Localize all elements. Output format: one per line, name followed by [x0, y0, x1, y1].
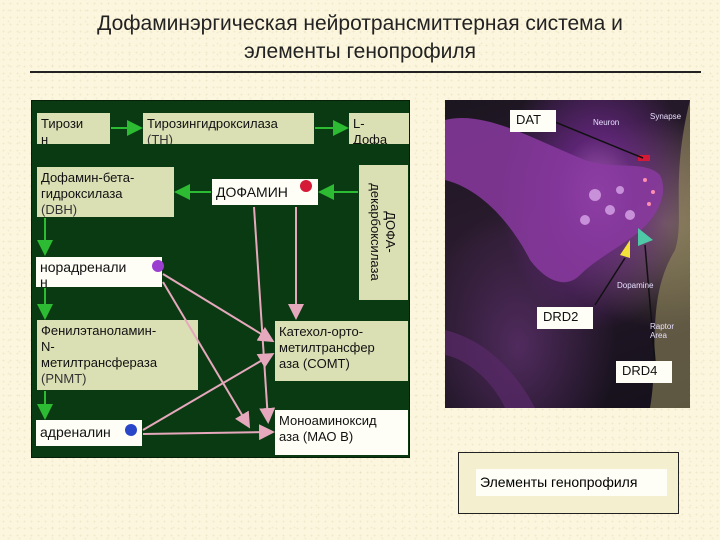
th-label-1: Тирозингидроксилаза [147, 116, 278, 131]
comt-label-1: Катехол-орто- [279, 324, 364, 339]
maob-label-2: аза (МАО В) [279, 429, 354, 444]
drd2-pointer [594, 257, 626, 306]
dbh-box: Дофамин-бета- гидроксилаза (DBH) [37, 167, 174, 217]
pnmt-label-3: метилтрансфераза [41, 355, 158, 370]
axon-shape [445, 118, 664, 283]
dat-receptor-marker [638, 155, 650, 161]
vesicle [625, 210, 635, 220]
pnmt-label-4: (PNMT) [41, 371, 87, 386]
adrenaline-box: адреналин [36, 420, 142, 446]
dat-callout: DAT [510, 110, 556, 132]
synapse-illustration [445, 100, 690, 408]
dendrite-shape [650, 100, 690, 408]
vesicle [580, 215, 590, 225]
maob-label-1: Моноаминоксид [279, 413, 377, 428]
neuron-strand [445, 330, 535, 408]
tyrosine-box: Тирози н [37, 113, 110, 144]
dbh-label-3: (DBH) [41, 202, 78, 217]
pnmt-label-1: Фенилэтаноламин- [41, 323, 157, 338]
title-line-2: элементы генопрофиля [244, 40, 476, 63]
comt-label-2: метилтрансфер [279, 340, 375, 355]
dbh-label-2: гидроксилаза [41, 186, 123, 201]
dopamine-dot [647, 202, 651, 206]
noradrenaline-label-2: н [40, 274, 48, 288]
dbh-label-1: Дофамин-бета- [41, 170, 135, 185]
mao-b-box: Моноаминоксид аза (МАО В) [275, 410, 408, 455]
photo-label-raptor-area: Raptor Area [650, 322, 675, 340]
drd2-callout: DRD2 [537, 307, 593, 329]
genoprofile-legend: Элементы генопрофиля [458, 452, 679, 514]
tyrosine-hydroxylase-box: Тирозингидроксилаза (TH) [143, 113, 314, 144]
l-dopa-box: L- Дофа [349, 113, 409, 144]
drd4-pointer [644, 244, 656, 363]
tyrosine-label-2: н [41, 132, 49, 144]
ddc-label: ДОФА-декарбоксилаза [368, 183, 398, 281]
noradrenaline-box: норадренали н [36, 257, 162, 287]
dopa-decarboxylase-box: ДОФА-декарбоксилаза [359, 165, 408, 300]
adrenaline-label: адреналин [40, 424, 111, 440]
photo-label-dopamine: Dopamine [617, 281, 654, 290]
title-divider [30, 71, 701, 73]
dopamine-dot [643, 178, 647, 182]
ldopa-label-2: Дофа [353, 132, 388, 144]
tyrosine-label-1: Тирози [41, 116, 84, 131]
title-line-1: Дофаминэргическая нейротрансмиттерная си… [97, 12, 623, 35]
drd2-receptor-marker [620, 240, 630, 258]
photo-label-synapse: Synapse [650, 112, 682, 121]
noradrenaline-label-1: норадренали [40, 259, 127, 275]
dopamine-label: ДОФАМИН [216, 184, 288, 200]
comt-label-3: аза (COMT) [279, 356, 350, 371]
drd4-callout: DRD4 [616, 361, 672, 383]
dopamine-box: ДОФАМИН [212, 179, 318, 205]
th-label-2: (TH) [147, 132, 173, 144]
legend-label: Элементы генопрофиля [476, 469, 667, 496]
slide-title: Дофаминэргическая нейротрансмиттерная си… [0, 10, 720, 66]
pnmt-box: Фенилэтаноламин- N- метилтрансфераза (PN… [37, 320, 198, 390]
pnmt-label-2: N- [41, 339, 55, 354]
dat-pointer [554, 121, 644, 159]
synapse-image: Neuron Synapse Dopamine Raptor Area [445, 100, 690, 408]
vesicle [616, 186, 624, 194]
dopamine-dot [651, 190, 655, 194]
photo-label-neuron: Neuron [593, 118, 620, 127]
ldopa-label-1: L- [353, 116, 365, 131]
vesicle [605, 205, 615, 215]
drd4-receptor-marker [638, 228, 653, 246]
vesicle [589, 189, 601, 201]
comt-box: Катехол-орто- метилтрансфер аза (COMT) [275, 321, 408, 381]
